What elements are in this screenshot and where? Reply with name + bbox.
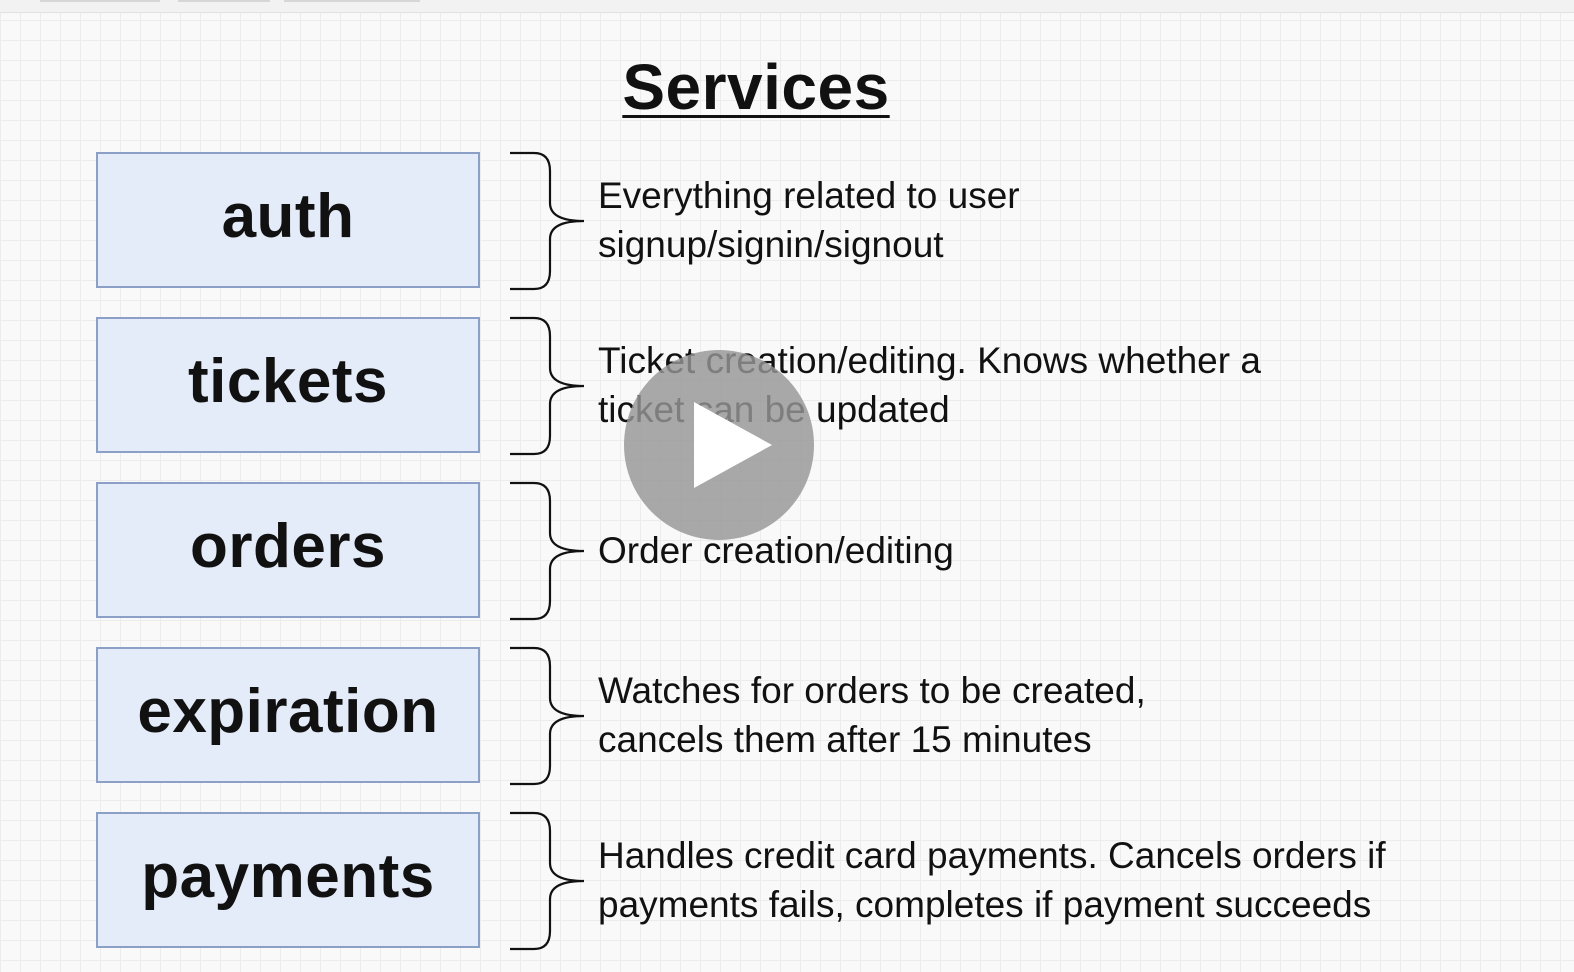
service-name: tickets bbox=[188, 347, 388, 416]
curly-brace bbox=[510, 811, 585, 951]
service-description: Ticket creation/editing. Knows whether a… bbox=[598, 340, 1261, 430]
play-button[interactable] bbox=[624, 350, 814, 540]
top-strip-segment bbox=[40, 0, 160, 2]
service-box-auth: auth bbox=[96, 152, 480, 288]
service-name: payments bbox=[141, 842, 435, 911]
service-description: Handles credit card payments. Cancels or… bbox=[598, 835, 1386, 925]
curly-brace bbox=[510, 646, 585, 786]
diagram-title: Services bbox=[622, 51, 890, 123]
top-strip-segment bbox=[178, 0, 270, 2]
service-box-orders: orders bbox=[96, 482, 480, 618]
top-strip-segment bbox=[284, 0, 420, 2]
curly-brace bbox=[510, 481, 585, 621]
service-box-expiration: expiration bbox=[96, 647, 480, 783]
service-box-payments: payments bbox=[96, 812, 480, 948]
service-name: expiration bbox=[137, 677, 439, 746]
top-strip bbox=[0, 0, 1574, 13]
service-description: Everything related to user signup/signin… bbox=[598, 175, 1020, 265]
service-box-tickets: tickets bbox=[96, 317, 480, 453]
play-icon bbox=[694, 402, 772, 488]
service-name: orders bbox=[190, 512, 386, 581]
service-description: Watches for orders to be created, cancel… bbox=[598, 670, 1146, 760]
curly-brace bbox=[510, 151, 585, 291]
service-name: auth bbox=[221, 182, 355, 251]
curly-brace bbox=[510, 316, 585, 456]
